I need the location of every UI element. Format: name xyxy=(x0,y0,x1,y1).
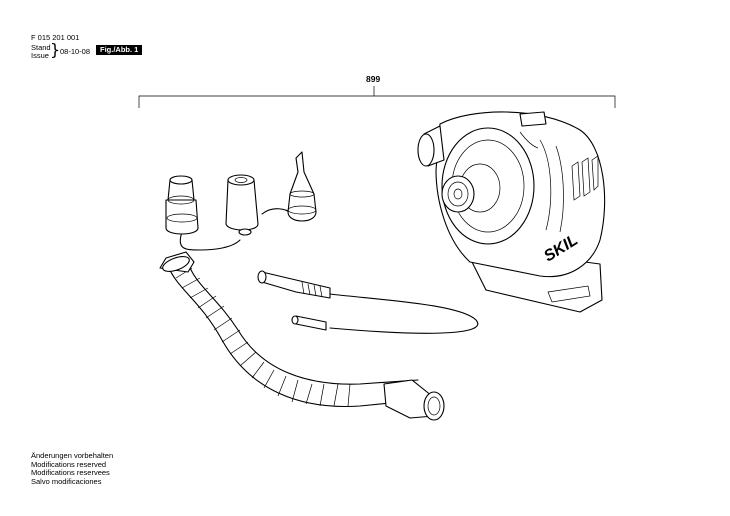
nozzle-adapter-medium xyxy=(225,174,259,236)
figure-badge: Fig./Abb. 1 xyxy=(96,45,143,55)
note-fr: Modifications reservees xyxy=(31,468,110,477)
car-adapter-cable xyxy=(257,270,479,334)
document-number: F 015 201 001 xyxy=(31,33,80,42)
inflator-unit: SKIL xyxy=(417,111,606,313)
footer-notes: Änderungen vorbehalten Modifications res… xyxy=(31,451,114,486)
nozzle-adapter-set xyxy=(165,151,317,251)
part-bracket xyxy=(138,86,616,108)
issue-label: Issue xyxy=(31,51,49,60)
nozzle-adapter-large xyxy=(165,175,199,235)
note-es: Salvo modificaciones xyxy=(31,476,102,486)
note-en: Modifications reserved xyxy=(31,459,107,469)
stand-label: Stand xyxy=(31,43,51,52)
nozzle-adapter-cone xyxy=(287,151,317,222)
note-de: Änderungen vorbehalten xyxy=(31,451,114,460)
flexible-hose xyxy=(159,251,445,421)
issue-date: 08-10-08 xyxy=(60,47,91,56)
part-number-label: 899 xyxy=(366,74,381,84)
brace-glyph: } xyxy=(50,40,61,59)
